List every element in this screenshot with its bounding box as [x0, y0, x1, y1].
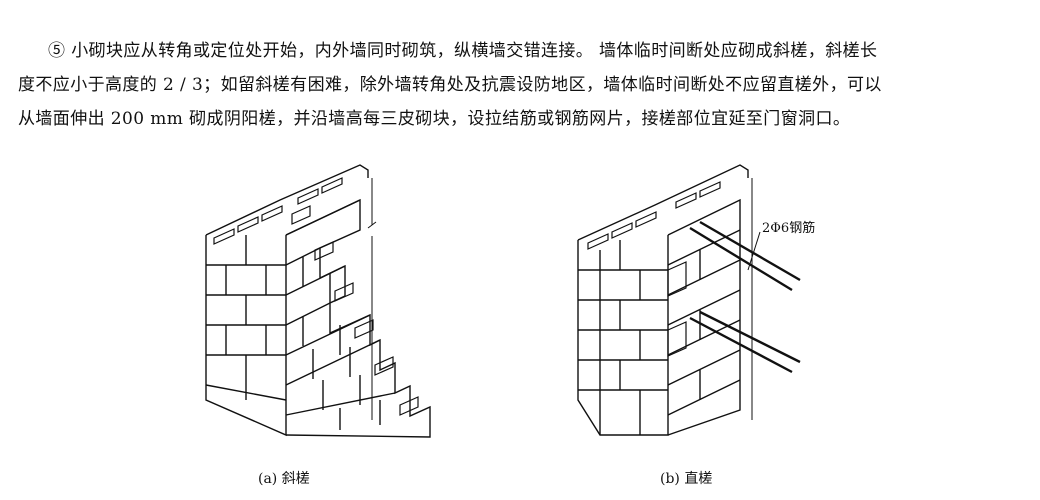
paragraph-line: 度不应小于高度的 2 / 3；如留斜槎有困难，除外墙转角处及抗震设防地区，墙体临…	[18, 75, 882, 95]
figure-straight-toothing	[577, 164, 801, 436]
rebar-lower-2	[699, 310, 801, 364]
caption-straight-toothing: (b) 直槎	[660, 471, 713, 487]
figure-raking-toothing	[205, 164, 431, 438]
rebar-upper-1	[689, 226, 793, 292]
paragraph-line: 从墙面伸出 200 mm 砌成阴阳槎，并沿墙高每三皮砌块，设拉结筋或钢筋网片，接…	[18, 109, 851, 129]
rebar-label: 2Φ6钢筋	[762, 221, 816, 236]
rebar-upper-2	[699, 220, 801, 282]
paragraph-line: ⑤ 小砌块应从转角或定位处开始，内外墙同时砌筑，纵横墙交错连接。 墙体临时间断处…	[48, 41, 878, 61]
body-paragraph: ⑤ 小砌块应从转角或定位处开始，内外墙同时砌筑，纵横墙交错连接。 墙体临时间断处…	[18, 34, 1028, 136]
rebar-lower-1	[689, 316, 793, 374]
caption-raking-toothing: (a) 斜槎	[258, 471, 310, 487]
